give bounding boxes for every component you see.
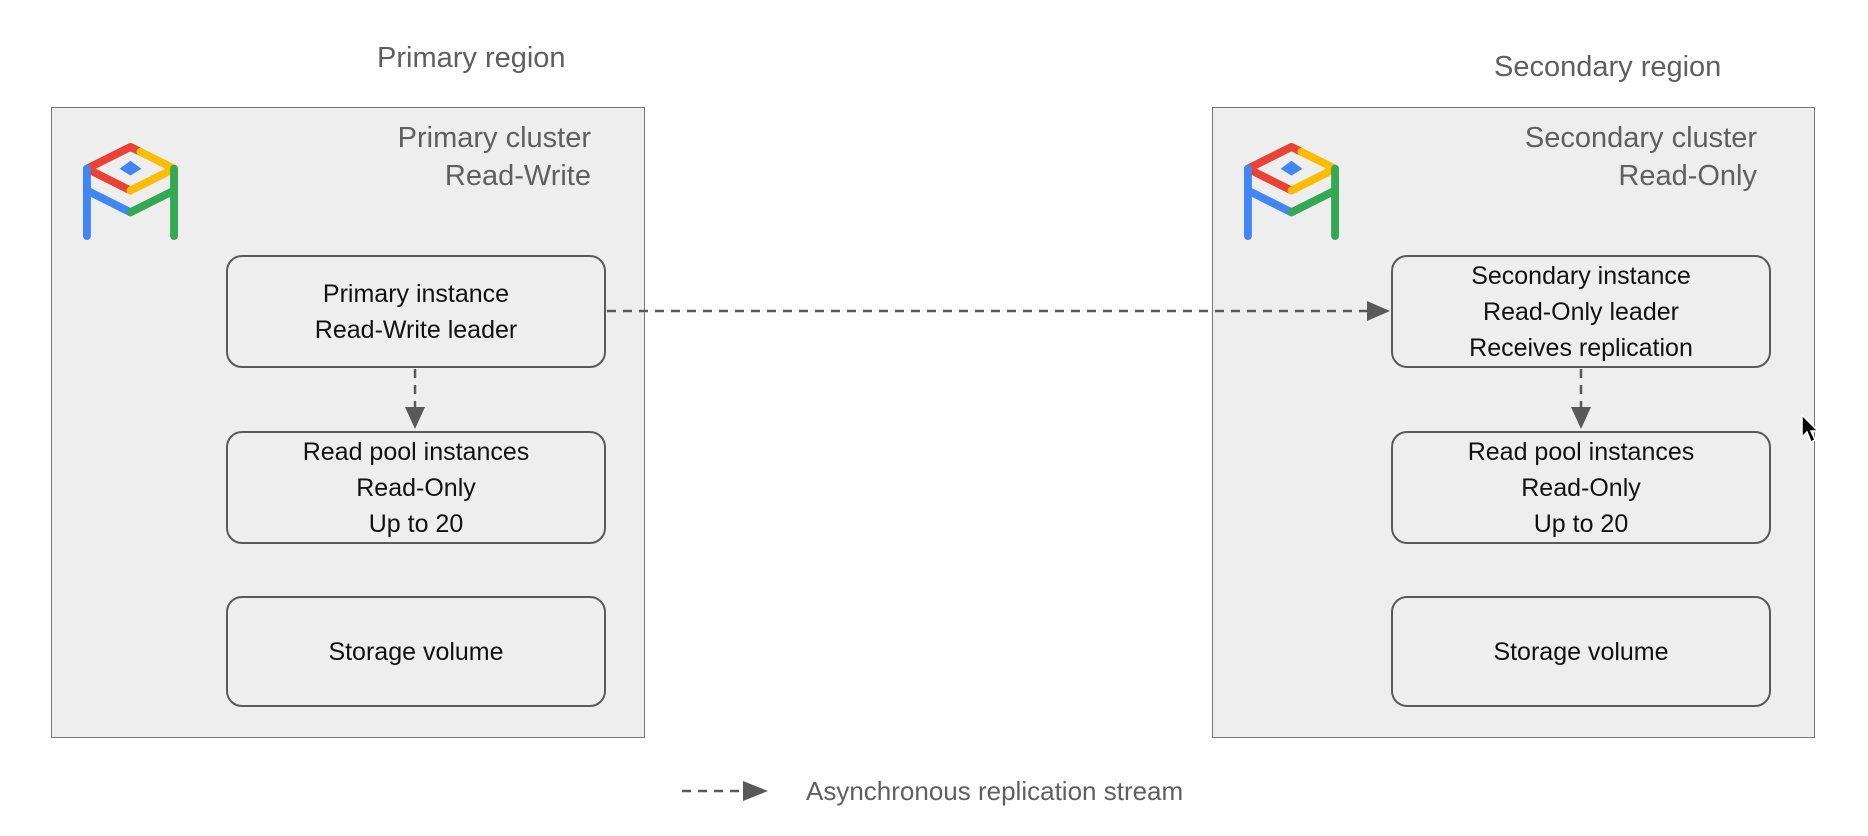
legend-label: Asynchronous replication stream	[806, 776, 1184, 806]
arrowhead-icon	[743, 781, 768, 801]
secondary-region-title: Secondary region	[1494, 51, 1722, 83]
cluster-mode: Read-Only	[1618, 160, 1757, 192]
node-line: Read-Only	[356, 473, 476, 502]
secondary-cluster-label: Secondary cluster Read-Only	[1525, 119, 1757, 195]
node-line: Primary instance	[322, 279, 510, 308]
cluster-title: Secondary cluster	[1524, 122, 1757, 154]
arrowhead-icon	[1571, 407, 1591, 429]
cluster-mode: Read-Write	[444, 160, 591, 192]
primary-read-pool-node: Read pool instances Read-Only Up to 20	[226, 431, 606, 544]
node-line: Storage volume	[328, 637, 504, 666]
node-line: Storage volume	[1493, 637, 1669, 666]
secondary-instance-node: Secondary instance Read-Only leader Rece…	[1391, 255, 1771, 368]
node-line: Receives replication	[1469, 333, 1693, 362]
secondary-storage-node: Storage volume	[1391, 596, 1771, 707]
node-line: Read-Only	[1521, 473, 1641, 502]
node-line: Read pool instances	[302, 437, 530, 466]
primary-cluster-label: Primary cluster Read-Write	[398, 119, 591, 195]
node-line: Up to 20	[368, 509, 464, 538]
primary-storage-node: Storage volume	[226, 596, 606, 707]
arrowhead-icon	[1367, 301, 1390, 321]
node-line: Read-Write leader	[314, 315, 518, 344]
primary-instance-node: Primary instance Read-Write leader	[226, 255, 606, 368]
cluster-title: Primary cluster	[397, 122, 591, 154]
node-line: Up to 20	[1533, 509, 1629, 538]
secondary-read-pool-node: Read pool instances Read-Only Up to 20	[1391, 431, 1771, 544]
arrowhead-icon	[405, 407, 425, 429]
node-line: Secondary instance	[1471, 261, 1691, 290]
node-line: Read-Only leader	[1483, 297, 1679, 326]
node-line: Read pool instances	[1467, 437, 1695, 466]
mouse-pointer-icon	[1801, 413, 1823, 449]
alloydb-logo-icon	[1242, 141, 1341, 240]
primary-region-title: Primary region	[377, 42, 566, 74]
alloydb-logo-icon	[81, 141, 180, 240]
